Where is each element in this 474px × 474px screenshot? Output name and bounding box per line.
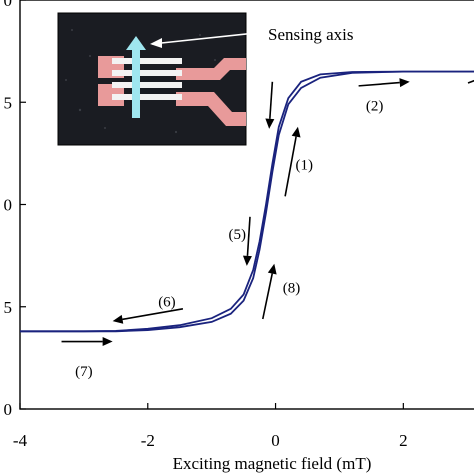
annotation-label: (8) <box>283 280 301 296</box>
curve-branch-2 <box>20 70 474 333</box>
annotation-arrow-shaft <box>122 308 184 321</box>
annotation-arrow-head <box>399 78 410 88</box>
inset-axis-arrow-head <box>126 36 146 50</box>
annotation-arrow-head <box>112 314 124 324</box>
x-axis-label: Exciting magnetic field (mT) <box>173 454 372 473</box>
x-tick-label: 0 <box>271 431 280 450</box>
annotation-arrow-head <box>267 263 277 275</box>
sensing-axis-label: Sensing axis <box>268 25 353 44</box>
x-tick-label: 2 <box>399 431 408 450</box>
inset-label-pointer-head <box>150 38 162 48</box>
y-tick-label: 5 <box>4 298 13 317</box>
y-axis-ticks: 0 5 0 5 0 <box>4 0 26 419</box>
annotation-arrow-shaft <box>246 216 251 256</box>
sensor-inset <box>57 12 257 146</box>
curve-branch-1 <box>20 70 474 333</box>
annotation-arrow-head <box>291 126 301 138</box>
inset-strip-3 <box>112 82 182 88</box>
annotation-arrow-head <box>102 337 113 347</box>
inset-axis-arrow-shaft <box>132 48 140 118</box>
y-tick-label: 0 <box>4 196 13 215</box>
inset-strip-4 <box>112 94 182 100</box>
y-tick-label: 5 <box>4 93 13 112</box>
annotation-arrow-shaft <box>358 81 400 87</box>
annotation-arrow-shaft <box>261 273 274 320</box>
annotation-arrow-shaft <box>284 136 297 197</box>
y-tick-label: 0 <box>4 400 13 419</box>
annotation-label: (5) <box>228 227 246 243</box>
annotation-label: (2) <box>366 98 384 114</box>
inset-label-pointer <box>151 32 257 45</box>
annotation-arrow-head <box>242 255 252 266</box>
y-tick-label: 0 <box>4 0 13 10</box>
inset-trace-upper <box>176 58 246 80</box>
annotation-label: (1) <box>296 158 314 174</box>
x-axis-ticks: -4 -2 0 2 <box>13 403 408 450</box>
edge-arrow-fragment <box>467 79 474 84</box>
annotation-arrow-shaft <box>269 81 274 119</box>
inset-pad-left-lower <box>98 84 124 106</box>
x-tick-label: -4 <box>13 431 28 450</box>
hysteresis-curves <box>20 70 474 333</box>
inset-strip-2 <box>112 70 182 76</box>
annotation-label: (6) <box>158 295 176 311</box>
annotation-label: (7) <box>75 364 93 380</box>
inset-trace-lower <box>176 92 246 126</box>
annotation-arrows <box>61 78 410 347</box>
annotation-arrow-head <box>265 118 275 129</box>
x-tick-label: -2 <box>141 431 155 450</box>
inset-strip-1 <box>112 58 182 64</box>
